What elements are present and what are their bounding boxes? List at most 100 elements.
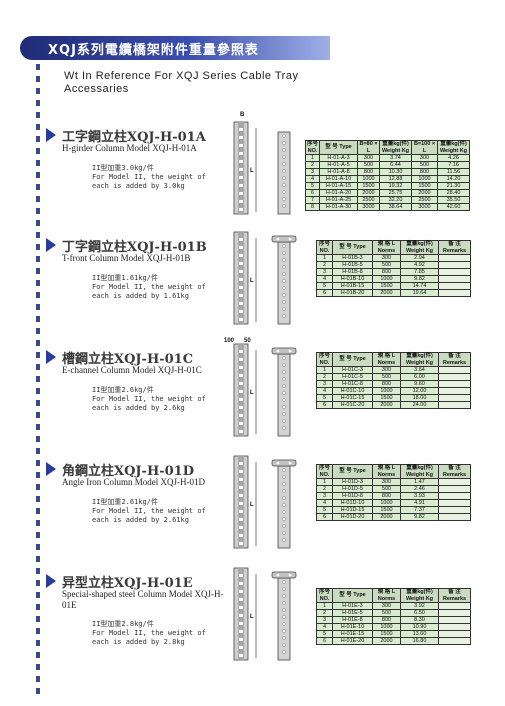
dimension-label-100: 100 xyxy=(224,338,235,344)
weight-note-line: II型加重2.8kg/件 xyxy=(92,620,154,628)
table-cell: 9.82 xyxy=(400,513,439,521)
column-hole xyxy=(282,286,286,290)
column-slot xyxy=(239,390,243,393)
table-cell: 1000 xyxy=(372,387,401,395)
column-hole xyxy=(282,134,286,138)
column-slot xyxy=(239,494,243,497)
table-cell: 16.80 xyxy=(400,637,439,645)
table-cell: H-01D-20 xyxy=(332,513,373,521)
table-cell: H-01-A-3 xyxy=(319,154,358,162)
table-cell: 2 xyxy=(316,485,333,493)
section-arrow-icon xyxy=(46,574,56,588)
table-cell: 2000 xyxy=(372,401,401,409)
column-slot xyxy=(239,152,243,155)
weight-note-line: For Model II, the weight of xyxy=(92,507,206,515)
table-cell: 500 xyxy=(372,373,401,381)
column-hole xyxy=(282,384,286,388)
table-cell: 4 xyxy=(316,275,333,283)
table-cell xyxy=(438,387,471,395)
column-drawing: L xyxy=(220,452,315,561)
column-hole xyxy=(282,258,286,262)
table-cell xyxy=(438,616,471,624)
table-cell: H-01-A-15 xyxy=(319,182,358,190)
table-cell: 24.00 xyxy=(400,401,439,409)
column-slot xyxy=(239,614,243,617)
column-slot xyxy=(239,518,243,521)
section-arrow-icon xyxy=(46,238,56,252)
base-plate xyxy=(271,571,297,579)
table-cell: H-01E-10 xyxy=(332,623,373,631)
column-slot xyxy=(239,286,243,289)
column-slot xyxy=(239,414,243,417)
table-cell: 800 xyxy=(372,616,401,624)
column-slot xyxy=(239,144,243,147)
column-slot xyxy=(239,238,243,241)
table-cell: 5 xyxy=(305,182,320,190)
table-cell xyxy=(438,373,471,381)
table-cell: 42.60 xyxy=(437,203,470,211)
column-hole xyxy=(282,426,286,430)
table-cell: 2000 xyxy=(372,637,401,645)
column-slot xyxy=(239,534,243,537)
column-slot xyxy=(239,430,243,433)
table-cell xyxy=(438,268,471,276)
column-slot xyxy=(239,192,243,195)
column-slot xyxy=(239,526,243,529)
column-hole xyxy=(282,162,286,166)
table-cell: 3 xyxy=(316,492,333,500)
table-cell: 8 xyxy=(305,203,320,211)
table-cell xyxy=(438,506,471,514)
table-cell: 4 xyxy=(305,175,320,183)
section-title-en: H-girder Column Model XQJ-H-01A xyxy=(62,143,197,153)
table-header-cell: 备 注 Remarks xyxy=(438,464,471,479)
table-cell: 5 xyxy=(316,506,333,514)
table-cell: 300 xyxy=(372,602,401,610)
section-title: 工字鋼立柱XQJ-H-01A xyxy=(62,130,206,145)
column-slot xyxy=(239,510,243,513)
table-cell: H-01E-3 xyxy=(332,602,373,610)
table-cell: H-01B-5 xyxy=(332,261,373,269)
weight-note-line: For Model II, the weight of xyxy=(92,173,206,181)
weight-note-line: II型加重1.61kg/件 xyxy=(92,274,158,282)
table-cell: 10.90 xyxy=(400,623,439,631)
column-slot xyxy=(239,422,243,425)
table-header-cell: 型 号 Type xyxy=(319,140,358,155)
column-slot xyxy=(239,208,243,211)
column-slot xyxy=(239,128,243,131)
table-cell: H-01C-5 xyxy=(332,373,373,381)
table-cell: H-01-A-30 xyxy=(319,203,358,211)
plate-hole xyxy=(288,349,292,353)
column-hole xyxy=(282,587,286,591)
dimension-label-b: B xyxy=(240,112,245,118)
table-cell: H-01B-15 xyxy=(332,282,373,290)
table-header-cell: 重量kg(件) Weight Kg xyxy=(437,140,470,155)
table-cell: 35.50 xyxy=(437,196,470,204)
table-cell: 500 xyxy=(357,161,380,169)
column-slot xyxy=(239,398,243,401)
table-cell xyxy=(438,623,471,631)
dimension-label-l: L xyxy=(250,614,254,620)
column-hole xyxy=(282,197,286,201)
table-cell xyxy=(438,289,471,297)
weight-note-line: For Model II, the weight of xyxy=(92,395,206,403)
table-header-cell: 序号 NO. xyxy=(305,140,320,155)
column-drawing: L xyxy=(220,228,315,337)
table-header-cell: 重量kg(件) Weight Kg xyxy=(400,464,439,479)
column-slot xyxy=(239,184,243,187)
table-cell: 500 xyxy=(372,261,401,269)
